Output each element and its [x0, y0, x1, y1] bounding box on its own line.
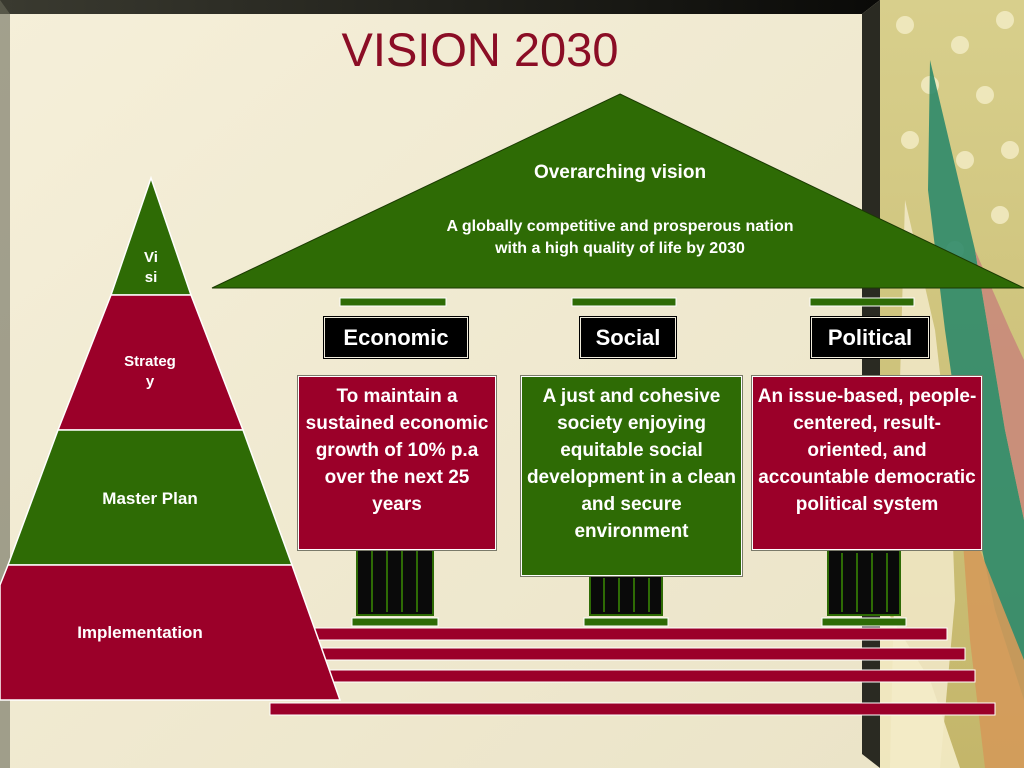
pyramid-label-strategy-line1: Strateg: [124, 353, 176, 370]
roof-triangle: [211, 93, 1024, 289]
flower-mark: [1001, 141, 1019, 159]
pillar-capital: [339, 297, 447, 307]
pillar-shaft: [827, 549, 901, 616]
pillar-capital: [809, 297, 915, 307]
roof-description-line2: with a high quality of life by 2030: [495, 240, 745, 257]
pyramid-label-strategy-line2: y: [145, 373, 155, 390]
pillar-base: [583, 617, 669, 627]
pillar-political: [809, 297, 915, 627]
pillar-base: [821, 617, 907, 627]
pink-ribbon: [975, 250, 1024, 520]
pyramid-label-vision: Vi si: [121, 248, 181, 288]
pillar-economic: [339, 297, 447, 627]
orange-ribbon: [960, 500, 1024, 768]
pillar-description-political: An issue-based, people-centered, result-…: [752, 376, 982, 550]
roof-description-line1: A globally competitive and prosperous na…: [446, 218, 794, 235]
pyramid-label-strategy: Strateg y: [100, 352, 200, 392]
flower-mark: [996, 11, 1014, 29]
pillar-base: [351, 617, 439, 627]
foundation-step-1: [314, 627, 948, 641]
pillar-capital: [571, 297, 677, 307]
pillar-fluting: [841, 553, 888, 612]
flower-mark: [951, 36, 969, 54]
foundation-step-4: [269, 702, 996, 716]
frame-top-edge: [0, 0, 880, 14]
light-fold: [880, 600, 960, 768]
pillar-fluting: [603, 578, 650, 612]
flower-mark: [976, 86, 994, 104]
foundation-steps: [269, 627, 996, 716]
pillar-label-political: Political: [811, 317, 929, 358]
roof-heading: Overarching vision: [533, 162, 707, 183]
pillar-description-economic: To maintain a sustained economic growth …: [298, 376, 496, 550]
pyramid: [0, 175, 342, 701]
flower-mark: [896, 16, 914, 34]
pyramid-level-implementation: [0, 564, 342, 701]
pyramid-label-vision-line1: Vi: [144, 249, 158, 266]
foundation-step-3: [284, 669, 976, 683]
pyramid-label-vision-line2: si: [144, 269, 158, 286]
pillar-label-social: Social: [580, 317, 676, 358]
pillar-fluting: [371, 548, 418, 612]
pillar-shaft: [589, 574, 663, 616]
flower-mark: [956, 151, 974, 169]
pillar-social: [571, 297, 677, 627]
pillar-shaft: [356, 544, 434, 616]
foundation-step-2: [304, 647, 966, 661]
flower-mark: [991, 206, 1009, 224]
pillar-label-economic: Economic: [324, 317, 468, 358]
flower-mark: [901, 131, 919, 149]
slide-title: VISION 2030: [341, 23, 619, 76]
pyramid-label-master-plan: Master Plan: [102, 489, 198, 508]
roof-description: A globally competitive and prosperous na…: [390, 216, 850, 260]
pillar-description-social: A just and cohesive society enjoying equ…: [521, 376, 742, 576]
pyramid-label-implementation: Implementation: [77, 623, 203, 642]
